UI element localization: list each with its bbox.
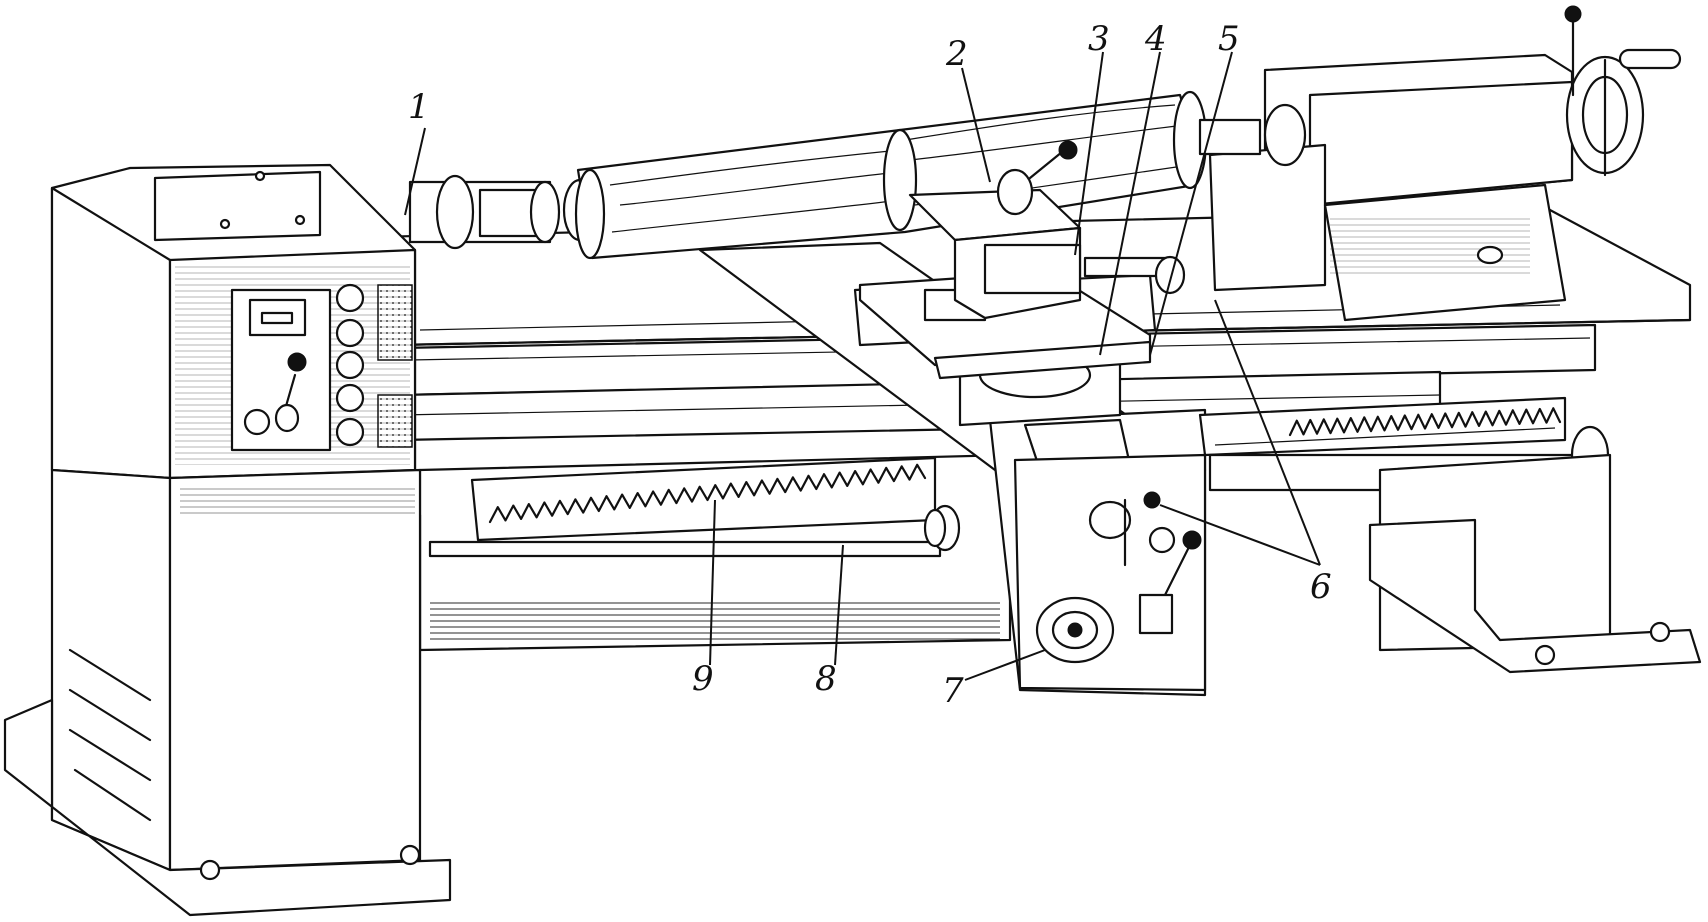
callout-leaders (404, 51, 1321, 681)
apron (1013, 453, 1207, 692)
workpiece (574, 90, 1208, 260)
rack-teeth-left (488, 463, 927, 524)
apron-lever (1138, 530, 1202, 635)
callout-5: 5 (1218, 19, 1240, 59)
spindle (408, 174, 598, 250)
callout-7: 7 (942, 671, 964, 711)
callout-labels: 1 2 3 4 5 6 7 8 9 (408, 19, 1332, 711)
tailstock-handwheel (1564, 5, 1682, 177)
cabinet-base (3, 468, 452, 917)
indicator-lamps (335, 283, 365, 447)
callout-9: 9 (692, 659, 714, 699)
right-leg (1368, 453, 1702, 674)
callout-6: 6 (1310, 567, 1332, 607)
callout-8: 8 (815, 659, 837, 699)
feed-knob (1088, 491, 1176, 567)
apron-handwheel (1035, 596, 1115, 664)
lead-shaft (428, 504, 961, 558)
tailstock (1198, 5, 1682, 322)
rack-teeth-right (1288, 407, 1562, 437)
headstock (50, 163, 417, 480)
tool-post (908, 140, 1186, 320)
callout-4: 4 (1144, 19, 1167, 59)
callout-3: 3 (1088, 19, 1110, 59)
callout-2: 2 (945, 34, 968, 74)
callout-1: 1 (408, 87, 430, 127)
